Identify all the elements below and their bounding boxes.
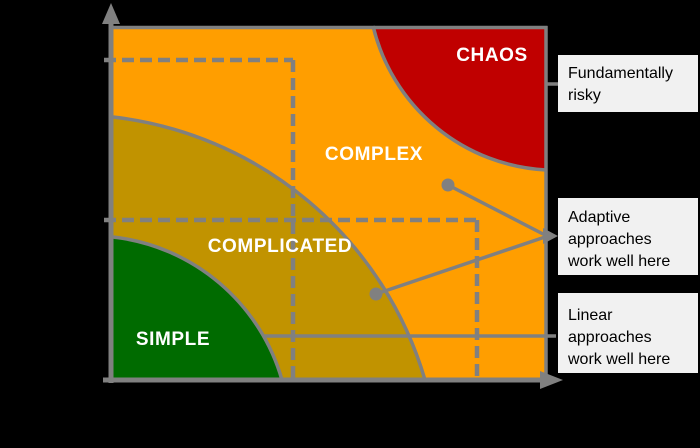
x-axis-arrowhead-icon bbox=[540, 371, 563, 389]
note-fundamentally-risky: Fundamentally risky bbox=[558, 55, 698, 112]
complicated-arc-outline bbox=[112, 115, 427, 381]
adaptive-arrowhead-icon bbox=[543, 228, 558, 244]
note-adaptive-approaches: Adaptive approaches work well here bbox=[558, 198, 698, 275]
zone-label-simple: SIMPLE bbox=[135, 329, 211, 350]
note-linear-approaches: Linear approaches work well here bbox=[558, 293, 698, 373]
zone-simple-area bbox=[113, 237, 282, 380]
zone-chaos-area bbox=[373, 26, 546, 170]
y-axis-arrowhead-icon bbox=[102, 3, 120, 24]
adaptive-connector-line-upper bbox=[447, 183, 546, 237]
adaptive-connector-line-lower bbox=[375, 235, 546, 296]
chaos-arc-outline bbox=[371, 25, 547, 172]
simple-arc-outline bbox=[112, 235, 284, 381]
zone-label-complicated: COMPLICATED bbox=[207, 236, 353, 257]
zone-label-complex: COMPLEX bbox=[324, 144, 424, 165]
adaptive-connector-dot-upper bbox=[441, 178, 455, 192]
zone-label-chaos: CHAOS bbox=[456, 45, 528, 66]
adaptive-connector-dot-lower bbox=[369, 287, 383, 301]
